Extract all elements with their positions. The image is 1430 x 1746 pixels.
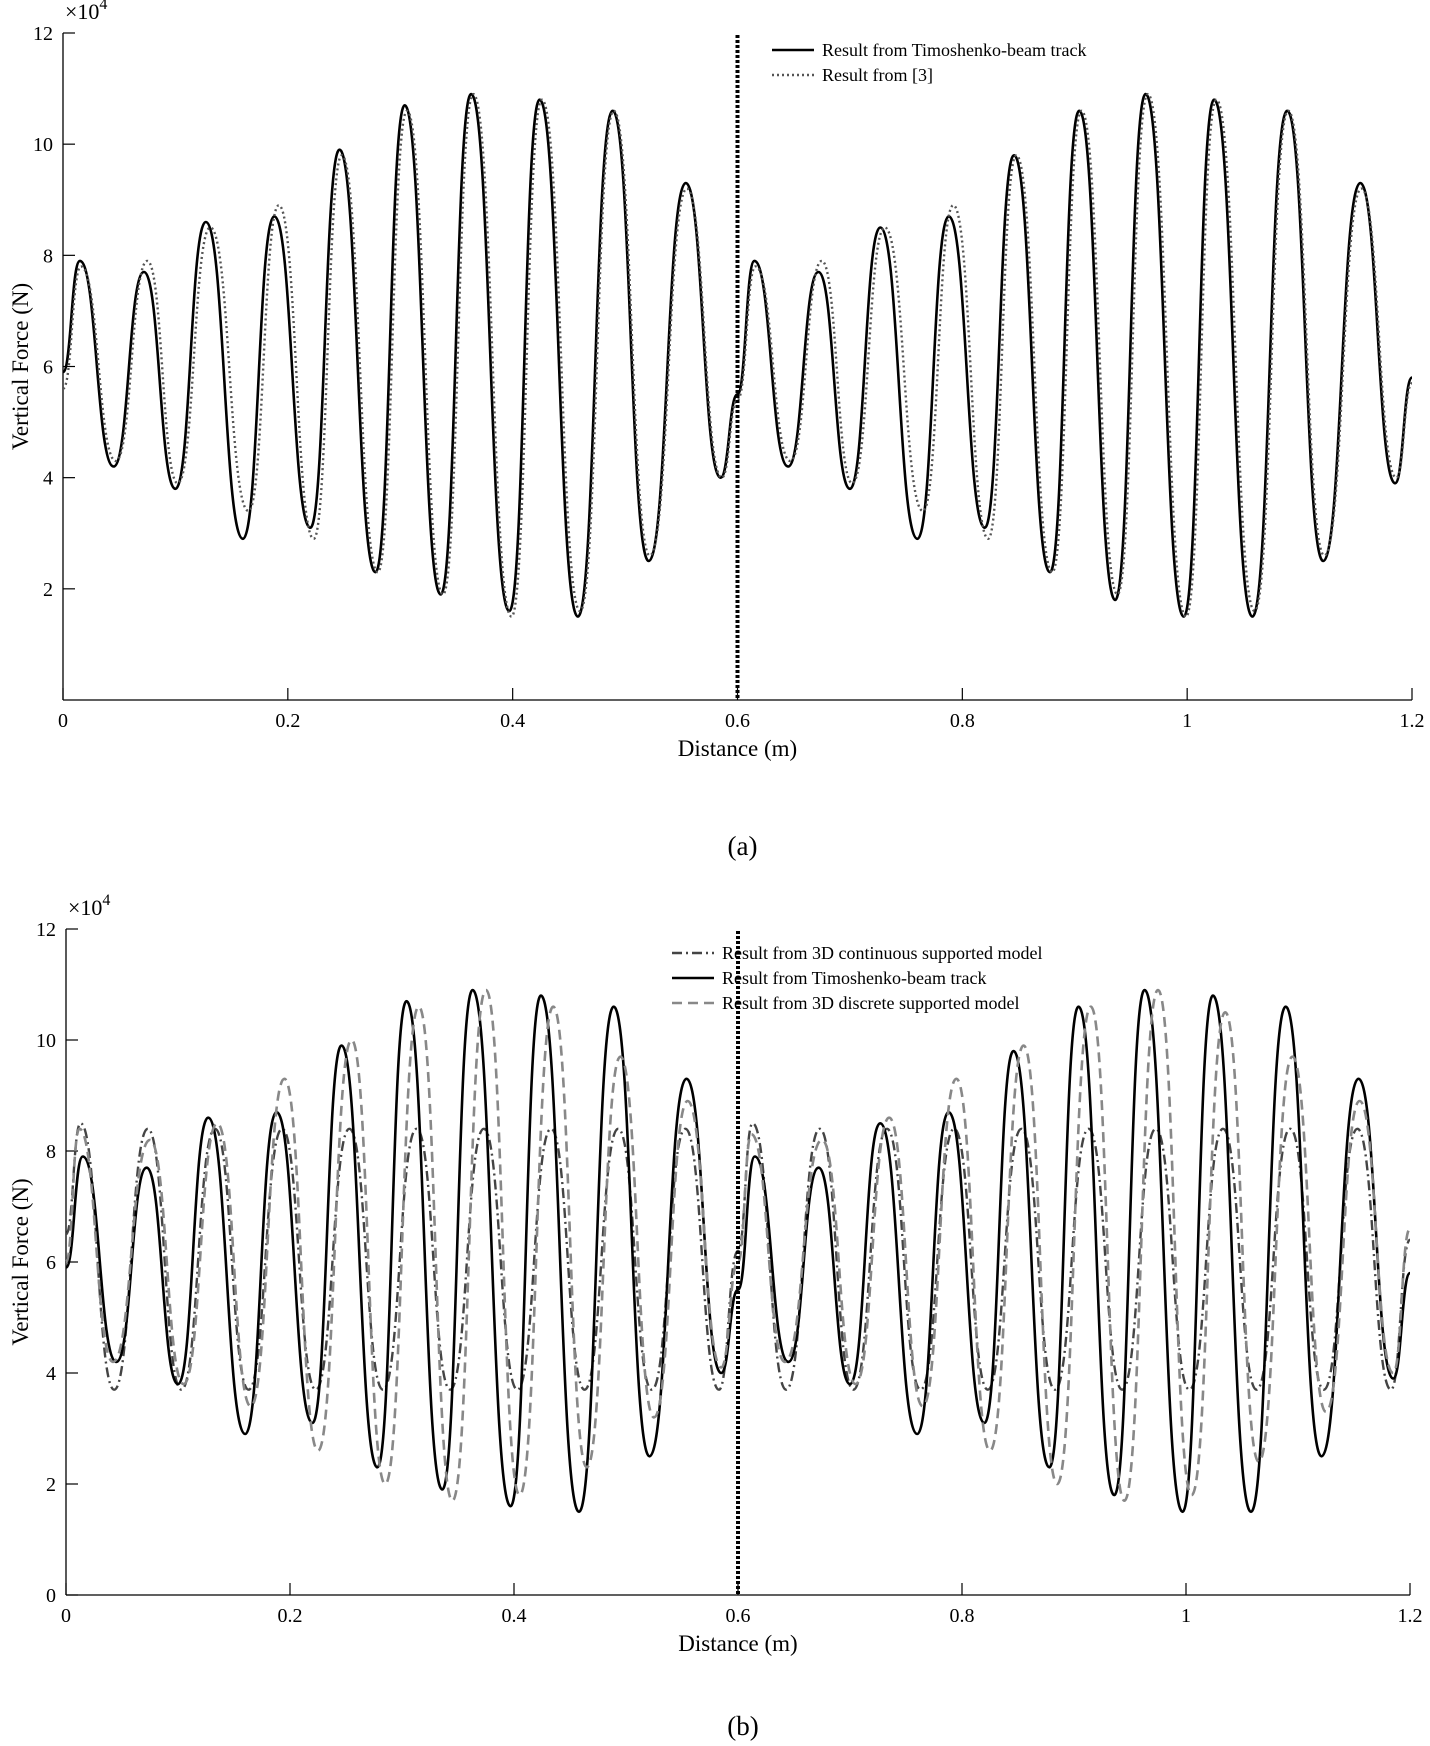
series-line — [64, 988, 1412, 1503]
y-multiplier-label: ×104 — [65, 0, 107, 24]
x-tick-label: 0.2 — [275, 710, 300, 732]
x-tick-label: 0.4 — [502, 1605, 527, 1627]
y-axis-label: Vertical Force (N) — [8, 1178, 33, 1345]
x-axis-label: Distance (m) — [678, 736, 797, 761]
y-tick-label: 8 — [43, 245, 53, 267]
series-line — [61, 92, 1414, 618]
y-tick-label: 4 — [43, 468, 53, 490]
y-tick-label: 6 — [46, 1252, 56, 1274]
x-tick-label: 0.6 — [726, 1605, 751, 1627]
x-tick-label: 1.2 — [1398, 1605, 1423, 1627]
legend-label: Result from Timoshenko-beam track — [822, 40, 1086, 60]
series-line — [64, 1122, 1412, 1391]
y-multiplier-exponent: 4 — [99, 0, 107, 13]
legend-label: Result from Timoshenko-beam track — [722, 968, 986, 988]
y-tick-label: 10 — [33, 134, 53, 156]
x-tick-label: 0 — [58, 710, 68, 732]
legend-label: Result from 3D continuous supported mode… — [722, 943, 1042, 963]
x-tick-label: 0.6 — [725, 710, 750, 732]
x-tick-label: 0.8 — [950, 710, 975, 732]
x-tick-label: 0.4 — [500, 710, 525, 732]
x-tick-label: 0 — [61, 1605, 71, 1627]
y-tick-label: 2 — [46, 1474, 56, 1496]
x-tick-label: 0.2 — [278, 1605, 303, 1627]
figure-caption: (b) — [727, 1711, 758, 1741]
figure-caption: (a) — [728, 831, 758, 861]
x-tick-label: 0.8 — [950, 1605, 975, 1627]
legend-label: Result from 3D discrete supported model — [722, 993, 1019, 1013]
series-line — [61, 92, 1414, 618]
x-tick-label: 1.2 — [1400, 710, 1425, 732]
y-tick-label: 0 — [46, 1585, 56, 1607]
y-multiplier-exponent: 4 — [102, 892, 110, 909]
y-axis-label: Vertical Force (N) — [8, 283, 33, 450]
x-tick-label: 1 — [1181, 1605, 1191, 1627]
x-axis-label: Distance (m) — [678, 1631, 797, 1656]
y-tick-label: 4 — [46, 1363, 56, 1385]
y-tick-label: 12 — [36, 919, 56, 941]
y-tick-label: 12 — [33, 23, 53, 45]
x-tick-label: 1 — [1182, 710, 1192, 732]
legend-label: Result from [3] — [822, 65, 933, 85]
y-tick-label: 8 — [46, 1141, 56, 1163]
y-multiplier-label: ×104 — [68, 892, 110, 920]
y-tick-label: 6 — [43, 357, 53, 379]
y-tick-label: 2 — [43, 579, 53, 601]
y-tick-label: 10 — [36, 1030, 56, 1052]
